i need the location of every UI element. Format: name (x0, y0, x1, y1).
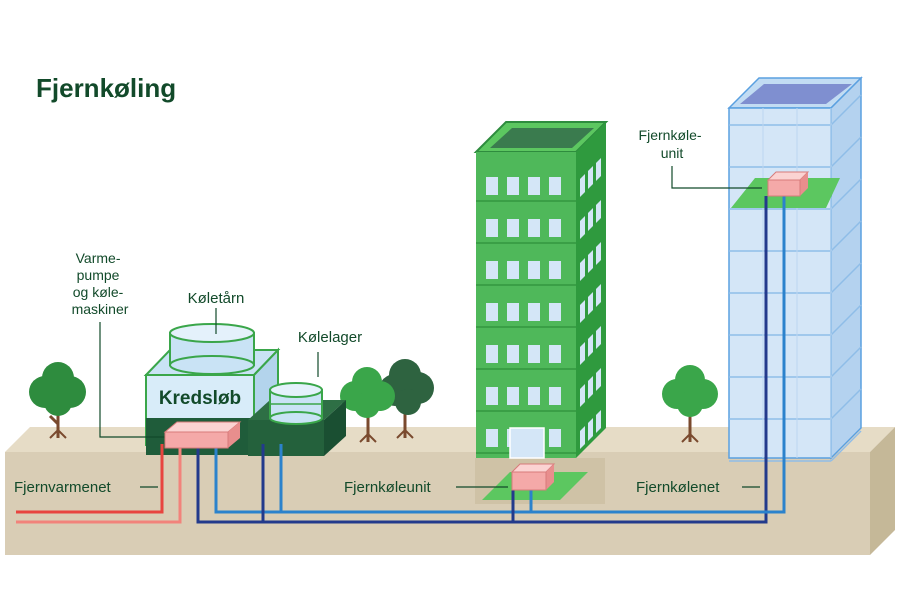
tree (662, 365, 718, 443)
window (507, 387, 519, 405)
window (549, 387, 561, 405)
basement-cooling-unit (510, 463, 556, 491)
cold-storage-block (248, 382, 346, 456)
window (528, 345, 540, 363)
window (549, 261, 561, 279)
window (486, 261, 498, 279)
window (486, 303, 498, 321)
window (549, 177, 561, 195)
cooling-tower-label: Køletårn (188, 290, 245, 307)
window (528, 219, 540, 237)
window (549, 429, 561, 447)
window (528, 177, 540, 195)
tower-unit-leader (671, 166, 762, 189)
cooling-pipes (196, 196, 786, 524)
window (528, 387, 540, 405)
window (486, 219, 498, 237)
window (486, 429, 498, 447)
plant-label: Kredsløb (159, 388, 241, 409)
window (507, 261, 519, 279)
district-heating-label: Fjernvarmenet (14, 479, 112, 496)
glass-tower (727, 76, 863, 462)
plant-heat-pump-unit (163, 421, 242, 449)
window (486, 387, 498, 405)
underground-unit-label: Fjernkøleunit (344, 479, 432, 496)
window (507, 303, 519, 321)
heat-pump-label: Varme- pumpe og køle- maskiner (72, 250, 129, 317)
window (486, 345, 498, 363)
window (528, 261, 540, 279)
district-heating-pipes (16, 444, 182, 524)
tower-unit-label: Fjernkøle- unit (639, 127, 706, 161)
cooling-tower (169, 323, 255, 375)
tree (29, 362, 86, 439)
green-building (473, 121, 609, 459)
cold-storage-label: Kølelager (298, 329, 362, 346)
window (549, 219, 561, 237)
window (528, 303, 540, 321)
window (549, 303, 561, 321)
window (486, 177, 498, 195)
heat-pump-leader (99, 322, 165, 438)
tower-cooling-unit (766, 171, 810, 197)
window (507, 219, 519, 237)
window (549, 345, 561, 363)
cooling-grid-label: Fjernkølenet (636, 479, 720, 496)
tree (340, 367, 395, 443)
window (507, 177, 519, 195)
page-title: Fjernkøling (36, 73, 176, 103)
window (507, 345, 519, 363)
tree (379, 359, 434, 439)
